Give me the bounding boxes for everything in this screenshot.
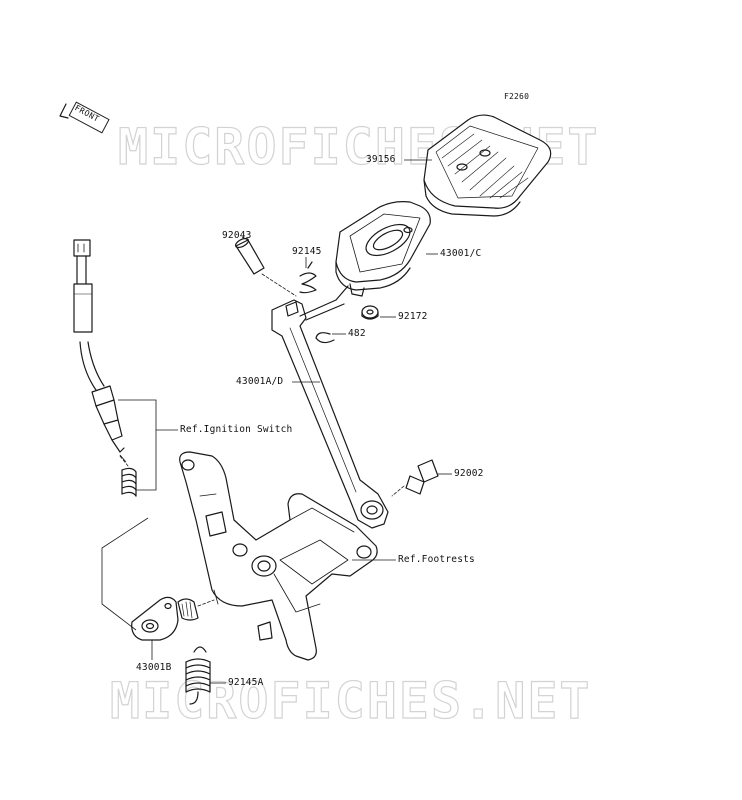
- watermark-bottom: MICROFICHES.NET: [109, 671, 592, 730]
- footrest-bracket: [179, 451, 378, 661]
- label-39156: 39156: [366, 154, 396, 165]
- label-43001ad: 43001A/D: [236, 376, 284, 387]
- label-92172: 92172: [398, 311, 428, 322]
- washer-92172: [361, 305, 379, 320]
- label-43001c: 43001/C: [440, 248, 482, 259]
- label-43001b: 43001B: [136, 662, 172, 673]
- label-92043: 92043: [222, 230, 252, 241]
- label-92145: 92145: [292, 246, 322, 257]
- label-92145a: 92145A: [228, 677, 264, 688]
- label-92002: 92002: [454, 468, 484, 479]
- front-arrow: [59, 103, 69, 119]
- brake-pedal-arm: [271, 285, 389, 529]
- pedal-pad-39156: [423, 114, 552, 217]
- clip-482: [315, 332, 335, 344]
- pin-92043: [235, 237, 297, 297]
- brake-switch-harness: [73, 239, 137, 497]
- label-482: 482: [348, 328, 366, 339]
- spring-92145: [299, 261, 317, 294]
- switch-lever-43001b: [131, 596, 215, 641]
- label-ref-ignition-switch: Ref.Ignition Switch: [180, 424, 293, 435]
- bolt-92002: [391, 459, 439, 497]
- pedal-holder-43001c: [335, 201, 431, 297]
- figure-code: F2260: [504, 92, 530, 101]
- spring-92145a: [185, 646, 211, 705]
- label-ref-footrests: Ref.Footrests: [398, 554, 475, 565]
